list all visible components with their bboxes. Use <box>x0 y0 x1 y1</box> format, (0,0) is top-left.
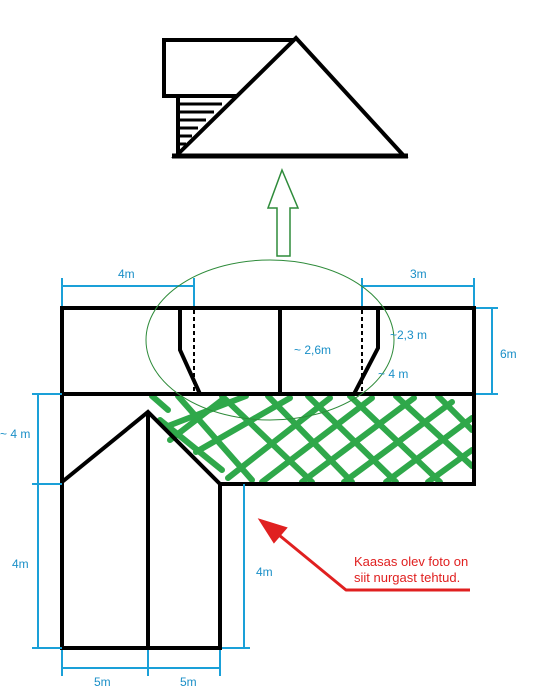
dim-inner-width-b: ~2,3 m <box>390 328 427 342</box>
dim-right-height: 6m <box>500 347 517 361</box>
dim-inner-width-a: ~ 2,6m <box>294 343 331 357</box>
elevation-stairs <box>178 102 222 146</box>
dim-bottom-right-width: 5m <box>180 675 197 689</box>
dim-left-lower-height: 4m <box>12 557 29 571</box>
terrace-hatch <box>149 393 475 485</box>
dim-top-right-width: 3m <box>410 267 427 281</box>
dim-inner-diag: ~ 4 m <box>378 367 408 381</box>
dim-bottom-left-width: 5m <box>94 675 111 689</box>
lower-wing <box>60 394 476 650</box>
photo-location-arrow <box>257 518 470 592</box>
dim-left-upper-height: ~ 4 m <box>0 427 30 441</box>
dim-inner-corner-height: 4m <box>256 565 273 579</box>
top-dimension-lines <box>61 278 498 395</box>
dim-top-left-width: 4m <box>118 267 135 281</box>
view-direction-arrow <box>266 167 300 257</box>
note-line-1: Kaasas olev foto on <box>354 554 468 569</box>
upper-wing <box>60 306 476 396</box>
inner-wall-left <box>178 308 202 395</box>
elevation-sketch <box>162 35 409 159</box>
inner-wall-right <box>352 308 380 395</box>
building-outline <box>60 306 476 650</box>
left-dimension-lines <box>32 393 250 676</box>
note-line-2: siit nurgast tehtud. <box>354 570 460 585</box>
view-area-ellipse <box>145 259 395 421</box>
